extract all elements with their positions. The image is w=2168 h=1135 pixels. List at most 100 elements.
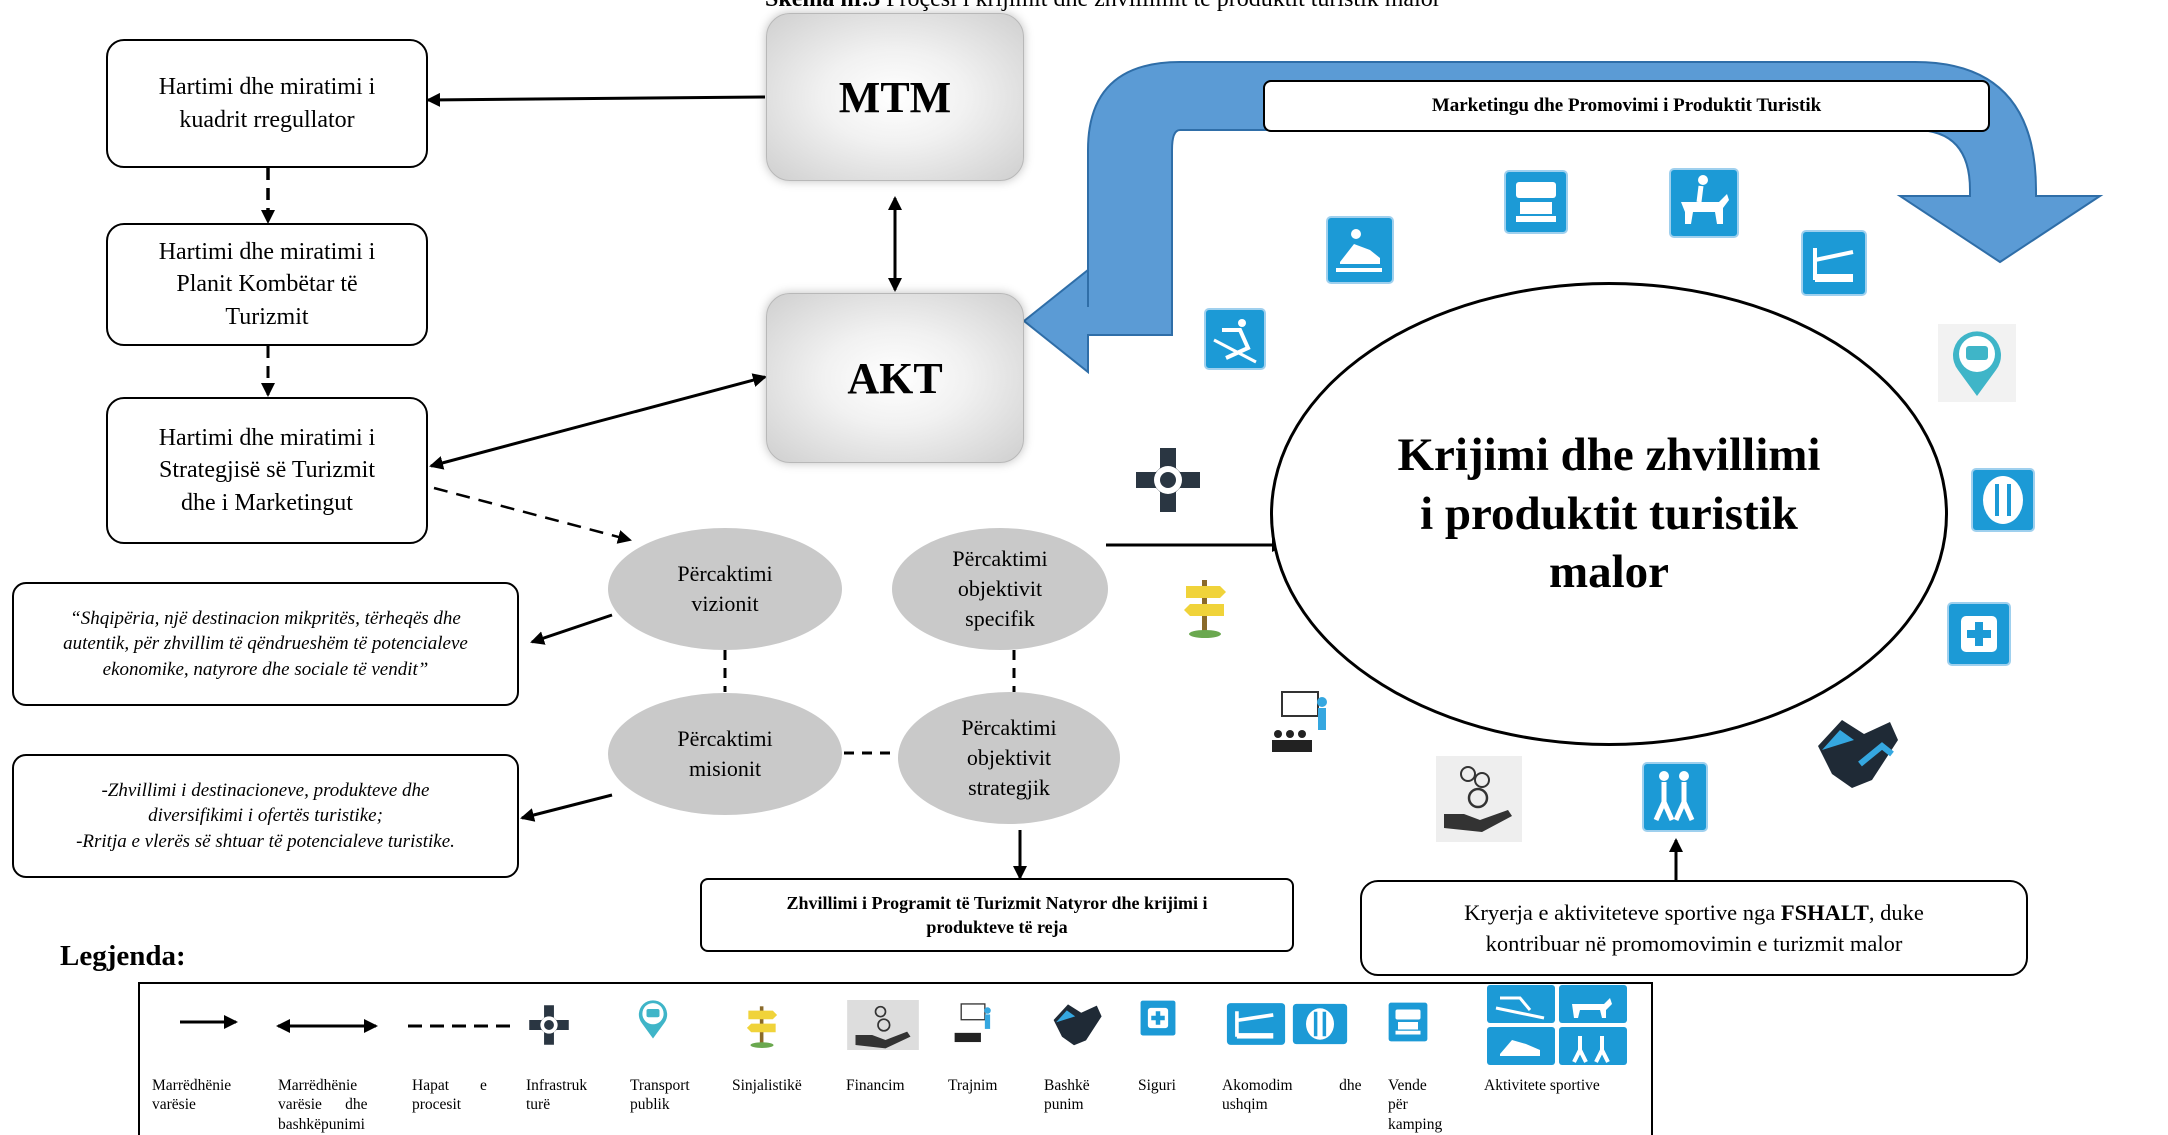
legend-cooperation-icon (1053, 1004, 1102, 1046)
lg12-l1: Aktivitete sportive (1484, 1077, 1600, 1094)
mtm-box: MTM (766, 13, 1024, 181)
lg8-l1: Bashkë (1044, 1077, 1090, 1094)
hiking-icon (1642, 762, 1708, 832)
arrow-box3-akt (429, 373, 767, 470)
legend-label-dependency: Marrëdhënie varësie (152, 1076, 234, 1115)
signage-icon (1184, 580, 1226, 638)
legend-sports-icon (1487, 985, 1627, 1065)
horse-riding-icon (1669, 168, 1739, 238)
program-box: Zhvillimi i Programit të Turizmit Natyro… (700, 878, 1294, 952)
legend-label-sports: Aktivitete sportive (1484, 1076, 1634, 1095)
strategic-line1: Përcaktimi (961, 715, 1057, 741)
lg11-l3: kamping (1388, 1115, 1443, 1133)
food-icon (1971, 468, 2035, 532)
arrow-mtm-box1 (426, 92, 766, 107)
mission-text-line3: -Rritja e vlerës së shtuar të potenciale… (76, 830, 455, 852)
lg10-l2: ushqim (1222, 1096, 1268, 1114)
lg10-l1: Akomodim dhe (1222, 1077, 1362, 1094)
center-line3: malor (1548, 546, 1670, 599)
box2-line2: Planit Kombëtar të (176, 271, 358, 298)
marketing-text: Marketingu dhe Promovimi i Produktit Tur… (1431, 95, 1822, 117)
training-icon (1272, 691, 1327, 752)
lg1-l2: varësie dhe (278, 1096, 368, 1114)
camping-icon (1504, 170, 1568, 234)
accommodation-icon (1801, 230, 1867, 296)
legend-public-transport-icon (638, 1000, 668, 1039)
arrow-box3-vision (433, 486, 632, 544)
fshalt-box: Kryerja e aktiviteteve sportive nga FSHA… (1360, 880, 2028, 976)
lg0-l2: varësie (152, 1096, 196, 1114)
lg9-l1: Siguri (1138, 1077, 1176, 1094)
lg2-l1: Hapat e (412, 1077, 487, 1094)
legend-label-cooperation: Bashkë punim (1044, 1076, 1104, 1115)
akt-box: AKT (766, 293, 1024, 463)
legend-label-training: Trajnim (948, 1076, 1018, 1095)
legend-label-transport: Transport publik (630, 1076, 710, 1115)
specific-line2: objektivit (957, 576, 1043, 602)
lg7-l1: Trajnim (948, 1077, 998, 1094)
vision-line1: Përcaktimi (677, 561, 773, 587)
lg11-l2: për (1388, 1096, 1408, 1114)
box3-line3: dhe i Marketingut (181, 489, 353, 516)
infrastructure-icon (1136, 448, 1200, 512)
legend-signage-icon (746, 1006, 778, 1048)
specific-line3: specifik (965, 605, 1035, 631)
mission-text-line1: -Zhvillimi i destinacioneve, produkteve … (101, 779, 430, 801)
lg4-l1: Transport (630, 1077, 690, 1094)
legend-box (138, 982, 1653, 1135)
legend-label-signage: Sinjalistikë (732, 1076, 828, 1095)
legend-accommodation-icon (1226, 1003, 1286, 1045)
quote-line1: “Shqipëria, një destinacion mikpritës, t… (70, 607, 461, 629)
lg6-l1: Financim (846, 1077, 905, 1094)
mission-text-line2: diversifikimi i ofertës turistike; (148, 805, 383, 827)
quote-line2: autentik, për zhvillim të qëndrueshëm të… (63, 633, 468, 655)
program-line2: produkteve të reja (926, 917, 1068, 937)
center-line1: Krijimi dhe zhvillimi (1397, 428, 1821, 481)
specific-line1: Përcaktimi (952, 546, 1048, 572)
financing-icon (1436, 756, 1522, 842)
arrow-mission-text (520, 793, 613, 822)
lg8-l2: punim (1044, 1096, 1084, 1114)
lg0-l1: Marrëdhënie (152, 1077, 232, 1094)
legend-training-icon (954, 1003, 991, 1043)
lg1-l3: bashkëpunimi (278, 1115, 365, 1133)
legend-title: Legjenda: (60, 940, 186, 972)
public-transport-icon (1938, 324, 2016, 402)
fshalt-line1: Kryerja e aktiviteteve sportive nga FSHA… (1464, 897, 1924, 929)
fshalt-bold: FSHALT (1780, 899, 1869, 925)
akt-label: AKT (847, 353, 943, 403)
legend-infrastructure-icon (529, 1005, 569, 1045)
strategic-line3: strategjik (968, 774, 1050, 800)
legend-label-accommodation: Akomodim dhe ushqim (1222, 1076, 1362, 1115)
title-rest: Proçesi i krijimit dhe zhvillimit të pro… (880, 0, 1441, 12)
lg5-l1: Sinjalistikë (732, 1077, 802, 1094)
center-line2: i produktit turistik (1420, 487, 1798, 540)
quote-line3: ekonomike, natyrore dhe sociale të vendi… (102, 658, 429, 680)
legend-financing-icon (847, 1000, 919, 1050)
lg1-l1: Marrëdhënie (278, 1077, 358, 1094)
mission-line2: misionit (688, 756, 762, 781)
safety-icon (1947, 602, 2011, 666)
legend-safety-icon (1140, 1000, 1176, 1036)
box3-line2: Strategjisë së Turizmit (159, 457, 375, 484)
legend-label-safety: Siguri (1138, 1076, 1198, 1095)
ski-jump-icon (1204, 308, 1266, 370)
lg3-l1: Infrastruk (526, 1077, 588, 1094)
diagram-title: Skema nr.3 Proçesi i krijimit dhe zhvill… (765, 0, 1441, 13)
vision-ellipse: Përcaktimi vizionit (608, 528, 842, 650)
mtm-label: MTM (838, 72, 952, 122)
program-line1: Zhvillimi i Programit të Turizmit Natyro… (786, 892, 1208, 913)
vision-line2: vizionit (691, 591, 759, 616)
center-ellipse: Krijimi dhe zhvillimi i produktit turisti… (1270, 282, 1948, 746)
strategic-objective-ellipse: Përcaktimi objektivit strategjik (898, 692, 1120, 824)
mission-text-box: -Zhvillimi i destinacioneve, produkteve … (12, 754, 519, 878)
lg4-l2: publik (630, 1096, 670, 1114)
strategic-line2: objektivit (966, 745, 1052, 771)
